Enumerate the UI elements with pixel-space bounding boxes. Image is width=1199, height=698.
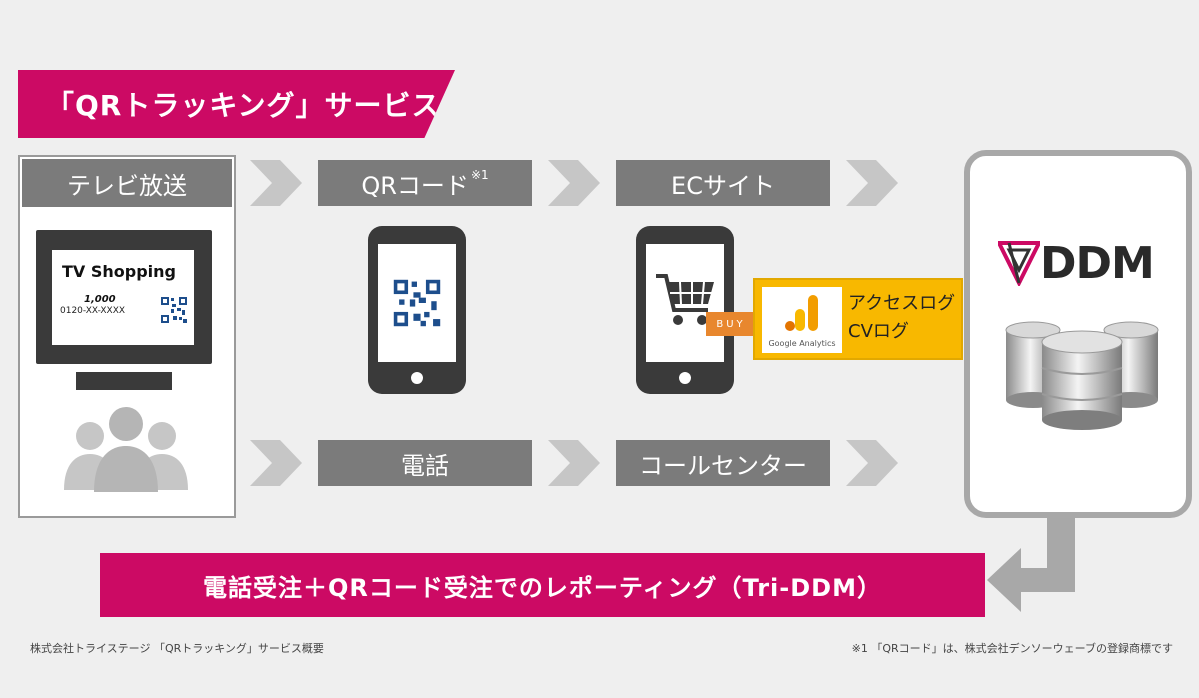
service-title-banner: 「QRトラッキング」サービス [18,70,455,138]
arrow-right-icon [250,160,302,206]
tv-broadcast-label-text: テレビ放送 [67,171,187,200]
arrow-right-icon [846,440,898,486]
analytics-bars-icon [785,295,818,331]
reporting-banner: 電話受注＋QRコード受注でのレポーティング（Tri-DDM） [100,553,985,617]
arrow-right-icon [250,440,302,486]
viewers-people-icon [64,407,188,492]
access-log-text: アクセスログ [848,293,956,314]
reporting-banner-text: 電話受注＋QRコード受注でのレポーティング（Tri-DDM） [203,573,882,602]
call-center-label-text: コールセンター [639,451,807,480]
tv-screen-content: TV Shopping 1,000 0120-XX-XXXX [52,250,194,345]
arrow-right-icon [548,160,600,206]
database-icon [1005,321,1159,430]
google-analytics-text: Google Analytics [768,339,836,348]
cv-log-text: CVログ [848,321,909,342]
qr-code-label: QRコード※1 [318,160,532,206]
arrow-right-icon [846,160,898,206]
tv-stand-icon [76,372,172,390]
tv-shopping-heading: TV Shopping [62,262,177,281]
tv-price: 1,000 [84,294,116,305]
home-button-icon [411,372,423,384]
ec-site-label-text: ECサイト [671,171,775,200]
smartphone-qr-icon [368,226,466,394]
ddm-logo-icon [998,241,1040,286]
buy-tag: BUY [706,312,756,336]
ec-site-label: ECサイト [616,160,830,206]
qr-code-label-text: QRコード [361,171,469,200]
call-center-label: コールセンター [616,440,830,486]
qr-code-icon [393,279,441,327]
return-arrow-icon [987,518,1075,612]
service-title: 「QRトラッキング」サービス [46,89,441,122]
smartphone-ec-icon [636,226,734,394]
home-button-icon [679,372,691,384]
trademark-footnote: ※1 「QRコード」は、株式会社デンソーウェーブの登録商標です [851,642,1173,655]
phone-label-text: 電話 [401,451,449,480]
tv-broadcast-label: テレビ放送 [22,159,232,207]
tv-phone-number: 0120-XX-XXXX [60,306,126,316]
phone-label: 電話 [318,440,532,486]
tv-qr-code-icon [160,296,188,324]
google-analytics-logo: Google Analytics [762,287,842,353]
shopping-cart-icon [656,274,714,325]
analytics-logs: アクセスログ CVログ [848,290,955,346]
qr-note-mark: ※1 [470,168,489,182]
smartphone-screen [378,244,456,362]
smartphone-screen [646,244,724,362]
ddm-logo-text: DDM [1040,238,1155,289]
arrow-right-icon [548,440,600,486]
source-footnote: 株式会社トライステージ 「QRトラッキング」サービス概要 [30,642,324,655]
